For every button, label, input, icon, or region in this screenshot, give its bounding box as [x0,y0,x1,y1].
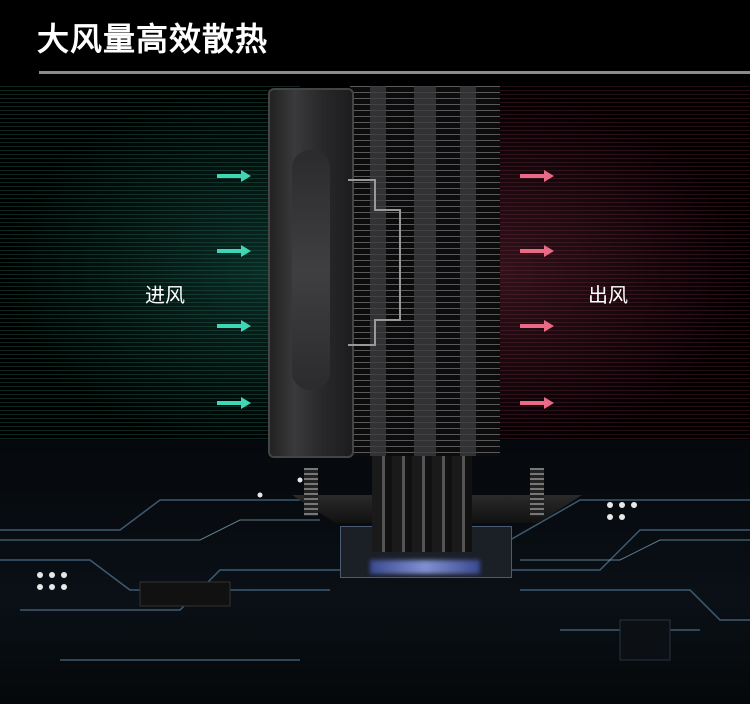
exhaust-airflow-zone [470,86,750,456]
exhaust-arrow-icon [520,170,554,182]
exhaust-label: 出风 [588,283,628,307]
exhaust-arrow-icon [520,245,554,257]
exhaust-arrow-icon [520,397,554,409]
mount-spring [530,468,544,516]
intake-airflow-zone [0,86,300,456]
mount-spring [304,468,318,516]
exhaust-arrow-icon [520,320,554,332]
cpu-glow [370,560,480,574]
fan-clip [348,179,401,346]
intake-label: 进风 [145,283,185,307]
intake-arrow-icon [217,245,251,257]
intake-arrow-icon [217,397,251,409]
page-title: 大风量高效散热 [37,20,269,58]
cooling-fan [268,88,354,458]
title-divider [39,71,750,74]
circuit-traces [0,477,750,661]
heatsink-fins [350,86,500,456]
intake-arrow-icon [217,320,251,332]
intake-arrow-icon [217,170,251,182]
heat-pipes [372,452,472,552]
